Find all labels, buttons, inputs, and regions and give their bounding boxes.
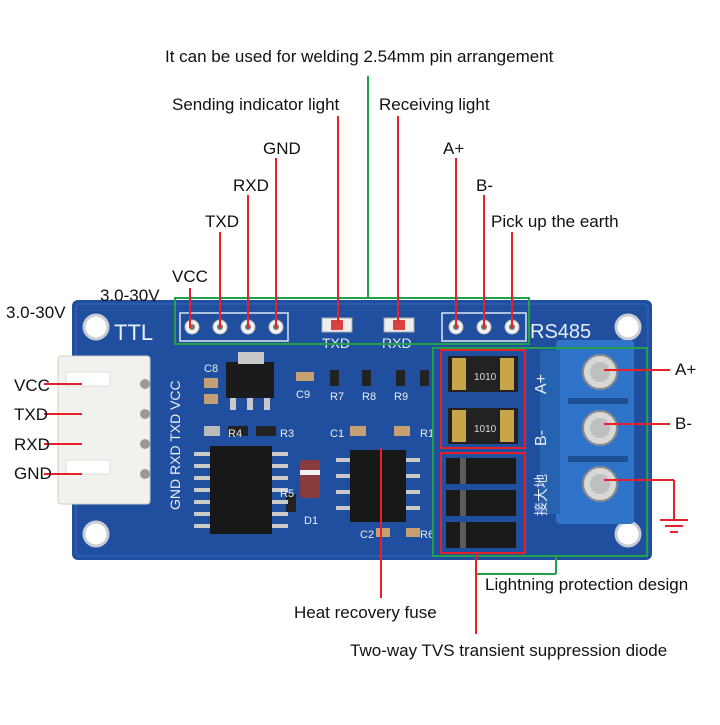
fuse-code-top: 1010: [474, 372, 497, 383]
mount-hole: [82, 313, 110, 341]
label-vcc-top: VCC: [172, 267, 208, 286]
silk-a-plus: A+: [533, 374, 550, 394]
silk-left-pins: GND RXD TXD VCC: [167, 380, 183, 510]
label-voltage-left: 3.0-30V: [6, 303, 66, 322]
label-b-minus-top: B-: [476, 176, 493, 195]
silk-earth: 接大地: [533, 474, 549, 516]
fuse-box: [440, 349, 526, 449]
tvs-diodes: [446, 458, 516, 548]
screw-terminal: [540, 340, 634, 524]
tvs-box: [440, 452, 526, 554]
smd-components: [204, 370, 429, 537]
label-a-plus-right: A+: [675, 360, 697, 379]
silk-b-minus: B-: [533, 430, 550, 446]
designator: R8: [362, 391, 376, 403]
designator: C8: [204, 363, 218, 375]
label-pin-arrangement: It can be used for welding 2.54mm pin ar…: [165, 47, 554, 66]
designator: R7: [330, 391, 344, 403]
label-pin-gnd: GND: [14, 464, 52, 483]
label-rxd-top: RXD: [233, 176, 269, 195]
diode-d1: [300, 460, 320, 498]
fuse-bottom: [448, 408, 518, 444]
designator: R1: [420, 428, 434, 440]
mount-hole: [614, 520, 642, 548]
designators: C8 C9 R7 R8 R9 R4 R3 C1 R1 R5 D1 C2 R6: [204, 363, 434, 541]
designator: R9: [394, 391, 408, 403]
label-pin-txd: TXD: [14, 405, 48, 424]
mount-hole: [614, 313, 642, 341]
ic-right: [336, 450, 420, 522]
label-gnd-top: GND: [263, 139, 301, 158]
label-txd-top: TXD: [205, 212, 239, 231]
label-pin-vcc: VCC: [14, 376, 50, 395]
designator: R6: [420, 529, 434, 541]
label-tvs: Two-way TVS transient suppression diode: [350, 641, 668, 660]
mount-hole: [82, 520, 110, 548]
designator: C9: [296, 389, 310, 401]
ic-left: [194, 446, 288, 534]
connector-pins: [140, 379, 150, 479]
silk-rs485: RS485: [530, 321, 591, 343]
label-pin-rxd: RXD: [14, 435, 50, 454]
designator: C2: [360, 529, 374, 541]
green-pointers: [367, 76, 557, 575]
fuse-code-bottom: 1010: [474, 424, 497, 435]
label-earth: Pick up the earth: [491, 212, 619, 231]
fuse-top: [448, 356, 518, 392]
designator: C1: [330, 428, 344, 440]
designator: R4: [228, 428, 242, 440]
voltage-regulator: [226, 362, 274, 398]
designator: D1: [304, 515, 318, 527]
label-a-plus-top: A+: [443, 139, 465, 158]
designator: R3: [280, 428, 294, 440]
lightning-protection-box: [432, 347, 648, 557]
designator: R5: [280, 488, 294, 500]
silk-ttl: TTL: [114, 320, 153, 345]
red-pointers: [44, 116, 675, 634]
label-receiving-light: Receiving light: [379, 95, 490, 114]
label-b-minus-right: B-: [675, 414, 692, 433]
label-voltage-top: 3.0-30V: [100, 286, 160, 305]
label-lightning: Lightning protection design: [485, 575, 689, 594]
ground-icon: [660, 519, 688, 533]
pin-arrangement-box: [174, 297, 530, 345]
label-sending-light: Sending indicator light: [172, 95, 340, 114]
label-fuse: Heat recovery fuse: [294, 603, 437, 622]
